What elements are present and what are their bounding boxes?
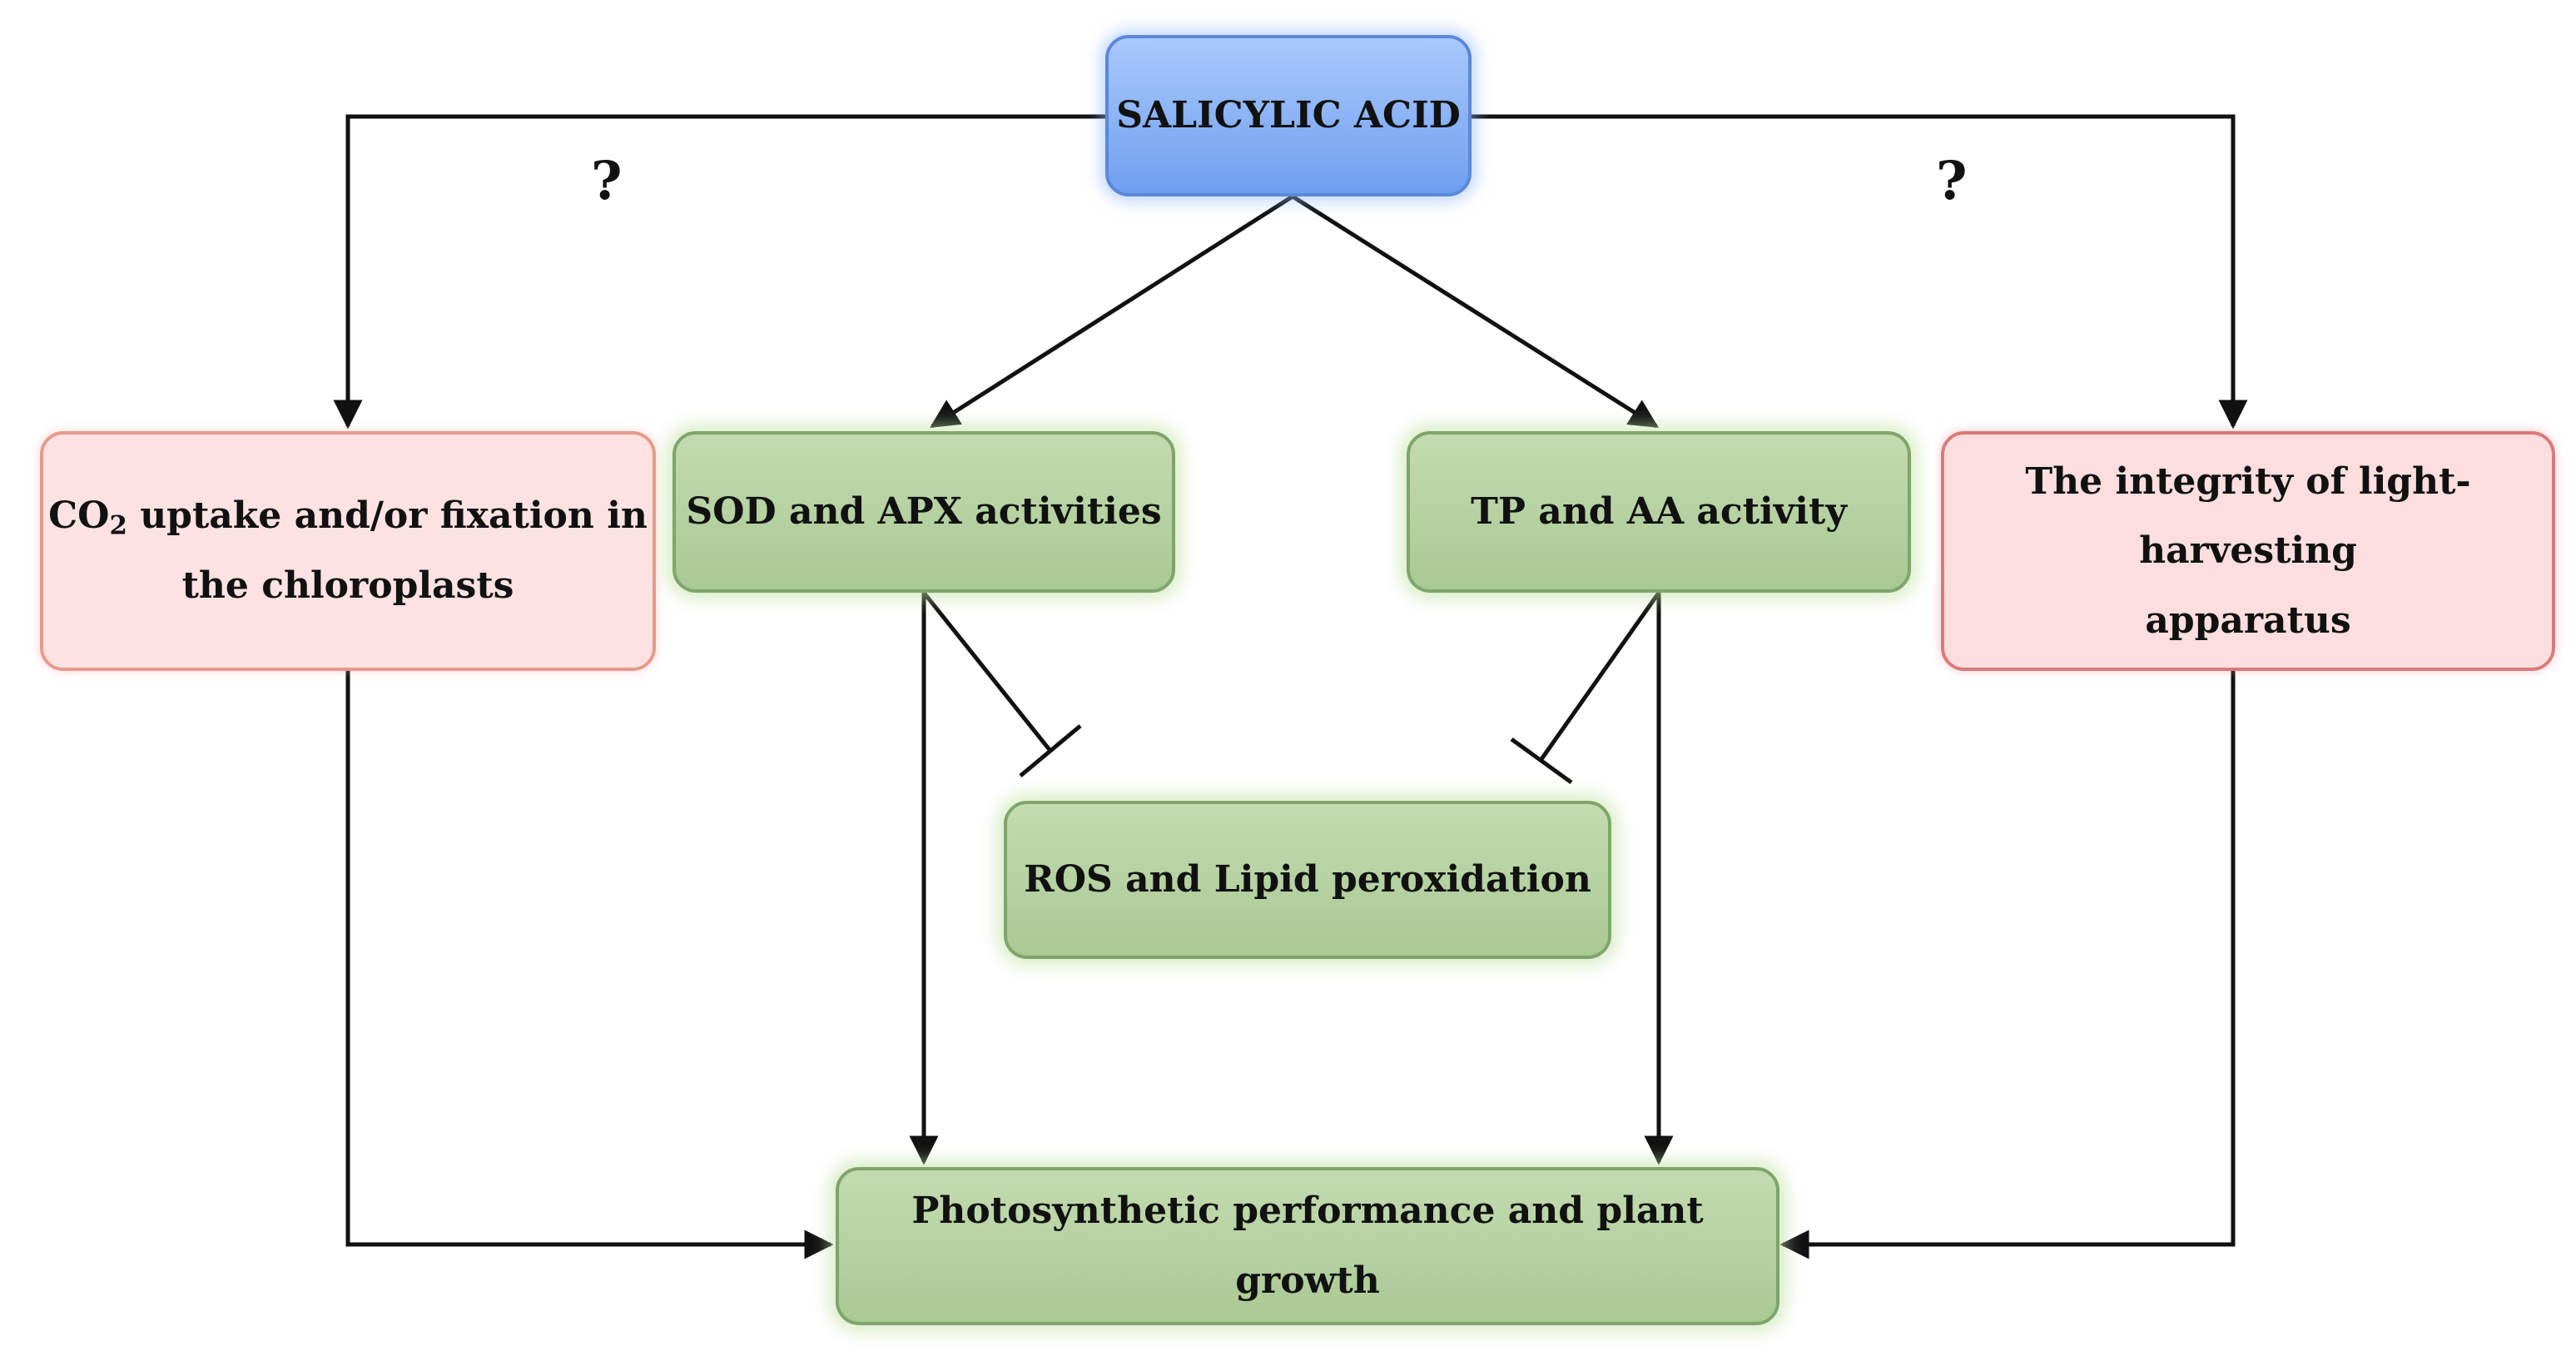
node-co2-line2: the chloroplasts [181,564,514,607]
edge-sod-apx-inhibits-ros [922,591,1052,753]
edge-co2-to-photosynthetic [345,671,834,1259]
edge-sa-to-integrity [1472,114,2248,430]
node-tp-aa: TP and AA activity [1407,431,1911,593]
node-salicylic-acid-label: SALICYLIC ACID [1116,94,1461,137]
node-ros-lipid-label: ROS and Lipid peroxidation [1024,858,1591,902]
node-sod-apx: SOD and APX activities [673,431,1175,593]
edge-sa-to-sod-apx [930,194,1294,429]
node-co2-line1: CO2 uptake and/or fixation in [48,494,648,542]
edge-sa-to-co2 [333,114,1105,430]
node-integrity-line1: The integrity of light-harvesting [2025,459,2471,573]
node-light-harvesting: The integrity of light-harvesting appara… [1941,431,2555,671]
node-sod-apx-label: SOD and APX activities [686,490,1162,534]
node-co2-uptake: CO2 uptake and/or fixation in the chloro… [40,431,656,671]
node-photosynthetic-label: Photosynthetic performance and plant gro… [911,1190,1704,1302]
edge-integrity-to-photosynthetic [1779,671,2236,1259]
node-photosynthetic-performance: Photosynthetic performance and plant gro… [836,1167,1779,1325]
node-tp-aa-label: TP and AA activity [1471,490,1847,534]
question-mark-left: ? [591,150,623,212]
node-integrity-line2: apparatus [2145,599,2351,642]
edge-tp-aa-inhibits-ros [1539,591,1661,761]
inhibition-bar-right [1510,737,1573,785]
question-mark-right: ? [1936,150,1968,212]
node-ros-lipid: ROS and Lipid peroxidation [1004,801,1611,959]
node-salicylic-acid: SALICYLIC ACID [1105,35,1472,196]
inhibition-bar-left [1019,724,1082,777]
edge-sa-to-tp-aa [1291,194,1659,429]
